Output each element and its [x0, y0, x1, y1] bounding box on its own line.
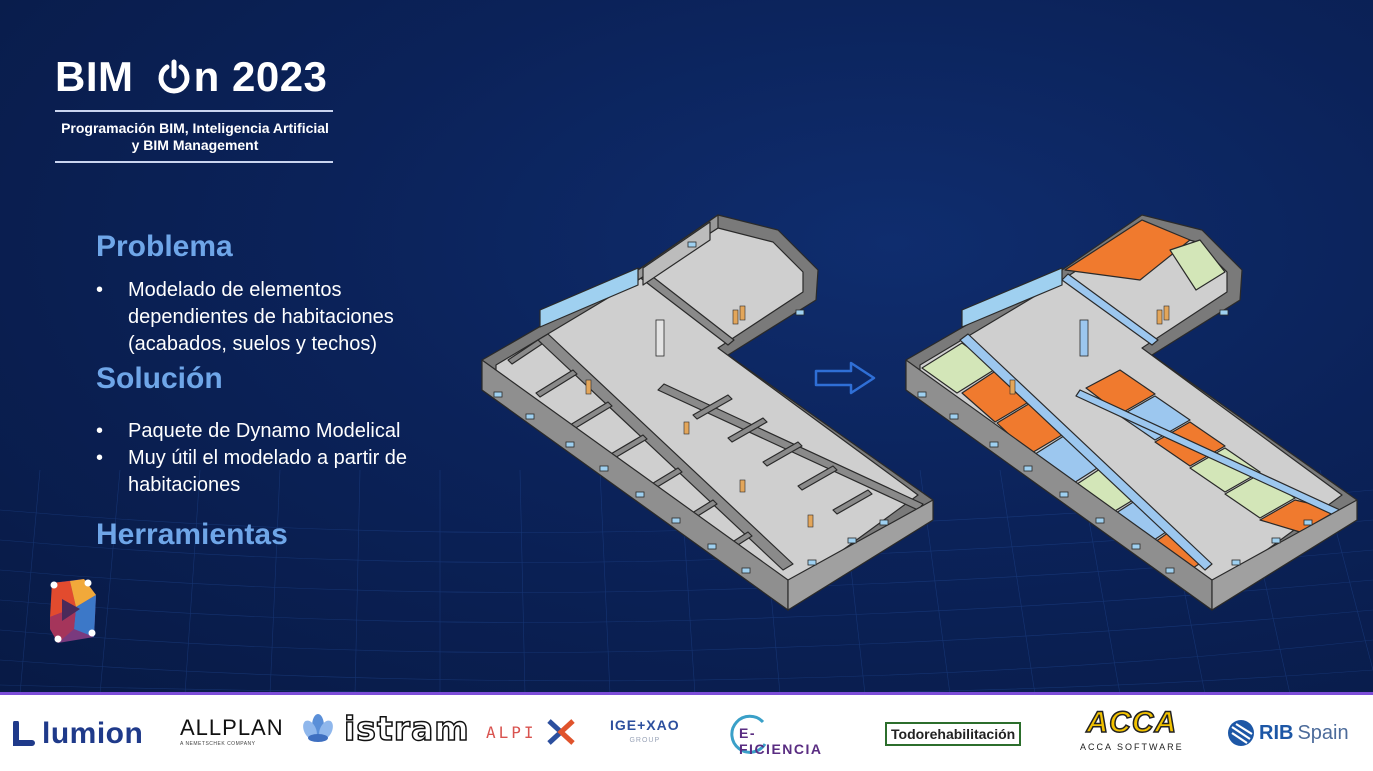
event-title-part2: n 2023	[193, 53, 328, 100]
sponsor-ige-name: IGE+XAO	[610, 717, 680, 733]
sponsor-allplan-name: ALLPLAN	[180, 715, 284, 740]
sponsor-acca-name: ACCA	[1086, 706, 1178, 740]
sponsor-ige-sub: GROUP	[629, 737, 661, 744]
dynamo-logo	[50, 579, 96, 643]
problem-bullet-list: Modelado de elementos dependientes de ha…	[96, 277, 456, 358]
sponsor-alpi-logo: ALPI	[486, 719, 583, 745]
sponsor-istram-logo: istram	[300, 708, 470, 749]
problem-bullet: Modelado de elementos dependientes de ha…	[96, 277, 456, 358]
rib-globe-icon	[1228, 720, 1254, 746]
solution-bullet-list: Paquete de Dynamo Modelical Muy útil el …	[96, 418, 456, 499]
power-icon	[158, 59, 190, 94]
sponsor-acca-sub: ACCA SOFTWARE	[1080, 742, 1184, 752]
sponsor-bar: lumion ALLPLAN A NEMETSCHEK COMPANY istr…	[0, 695, 1373, 771]
event-title-part1: BIM	[55, 53, 146, 100]
footer-accent-rule	[0, 692, 1373, 695]
sponsor-todorehabilitacion-logo: Todorehabilitación	[885, 722, 1022, 746]
arrow-right-icon	[814, 361, 876, 395]
lotus-icon	[303, 713, 333, 742]
building-model-before	[481, 214, 934, 611]
solution-bullet: Muy útil el modelado a partir de habitac…	[96, 445, 456, 499]
event-subtitle-line1: Programación BIM, Inteligencia Artificia…	[61, 120, 329, 136]
tools-heading: Herramientas	[96, 518, 288, 551]
sponsor-eficiencia-name: E-FICIENCIA	[739, 725, 823, 757]
sponsor-istram-name: istram	[343, 708, 470, 749]
lumion-mark-icon	[13, 721, 35, 746]
grid-floor-decoration	[0, 470, 1373, 694]
event-title: BIM n 2023	[55, 52, 335, 102]
event-subtitle: Programación BIM, Inteligencia Artificia…	[55, 112, 335, 161]
sponsor-alpi-name: ALPI	[486, 722, 537, 742]
solution-bullet: Paquete de Dynamo Modelical	[96, 418, 456, 445]
sponsor-eficiencia-logo: E-FICIENCIA	[727, 712, 821, 757]
ring-icon	[730, 714, 767, 754]
sponsor-lumion-logo: lumion	[12, 717, 143, 751]
event-brand: BIM n 2023 Programación BIM, Inteligenci…	[55, 52, 335, 163]
brand-divider-top	[55, 110, 333, 112]
solution-heading: Solución	[96, 362, 223, 395]
sponsor-acca-logo: ACCA ACCA SOFTWARE	[1080, 706, 1184, 752]
sponsor-allplan-sub: A NEMETSCHEK COMPANY	[180, 741, 256, 747]
sponsor-rib-spain: Spain	[1297, 721, 1349, 744]
problem-heading: Problema	[96, 230, 233, 263]
slide-background: BIM n 2023 Programación BIM, Inteligenci…	[0, 0, 1373, 694]
sponsor-rib-logo: RIB Spain	[1227, 719, 1349, 747]
brand-divider-bottom	[55, 161, 333, 163]
event-subtitle-line2: y BIM Management	[131, 137, 259, 153]
sponsor-ige-logo: IGE+XAO GROUP	[610, 717, 680, 744]
building-model-after	[905, 214, 1358, 611]
sponsor-allplan-logo: ALLPLAN A NEMETSCHEK COMPANY	[180, 715, 284, 747]
sponsor-lumion-name: lumion	[42, 717, 144, 750]
sponsor-rib-name: RIB	[1259, 721, 1294, 744]
x-mark-icon	[546, 719, 575, 745]
